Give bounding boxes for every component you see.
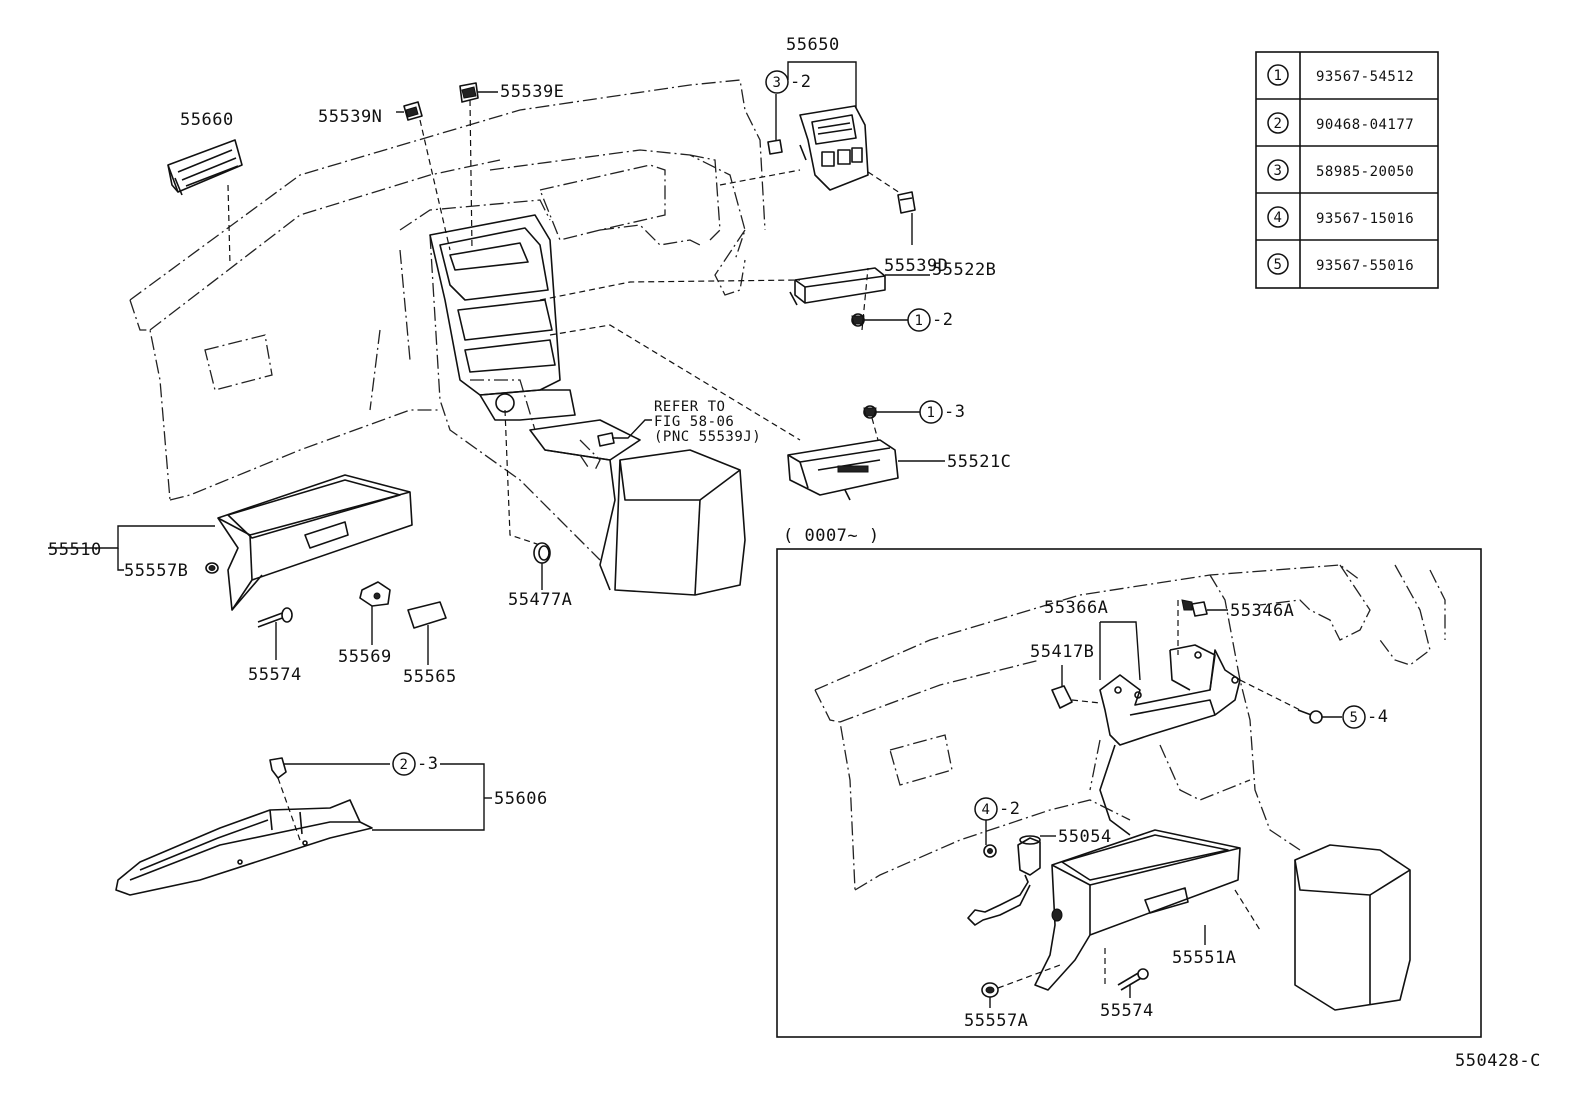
clip-55417B — [1051, 685, 1073, 709]
callout-circle-1a: 1 — [915, 313, 924, 329]
cluster-panel-55650 — [799, 105, 869, 191]
callout-circle-1b: 1 — [927, 405, 936, 421]
clip-2-3 — [269, 757, 287, 779]
callout-circle-4: 4 — [982, 802, 991, 818]
label-55539D: 55539D — [884, 256, 948, 276]
screw-1-2 — [851, 313, 865, 327]
unit-55521C — [787, 439, 899, 501]
label-55650: 55650 — [786, 35, 840, 55]
callout-2-3: -3 — [417, 754, 438, 774]
label-55522B: 55522B — [932, 260, 996, 280]
callout-circle-3: 3 — [773, 75, 782, 91]
label-55574: 55574 — [248, 665, 302, 685]
table-row: 1 93567-54512 — [1267, 64, 1414, 86]
bolt-55574 — [257, 607, 293, 628]
callout-1-3: -3 — [944, 402, 965, 422]
callout-3-2: -2 — [790, 72, 811, 92]
label-55539E: 55539E — [500, 82, 564, 102]
table-row: 3 58985-20050 — [1267, 159, 1414, 181]
label-55417B: 55417B — [1030, 642, 1094, 662]
dashboard-outline — [129, 79, 766, 561]
table-row: 2 90468-04177 — [1267, 112, 1414, 134]
svg-text:90468-04177: 90468-04177 — [1316, 117, 1414, 133]
label-55539N: 55539N — [318, 107, 382, 127]
svg-text:FIG 58-06: FIG 58-06 — [654, 414, 734, 430]
screw-5-4 — [1297, 709, 1323, 724]
svg-text:REFER TO: REFER TO — [654, 399, 725, 415]
center-stack — [429, 214, 576, 421]
screw-4-2 — [983, 844, 997, 858]
clip-55346A — [1181, 599, 1208, 617]
unit-55522B — [789, 267, 886, 306]
label-55521C: 55521C — [947, 452, 1011, 472]
label-55660: 55660 — [180, 110, 234, 130]
table-row: 5 93567-55016 — [1267, 253, 1414, 275]
panel-55606 — [115, 799, 373, 896]
callout-5-4: -4 — [1367, 707, 1388, 727]
callout-4-2: -2 — [999, 799, 1020, 819]
label-55565: 55565 — [403, 667, 457, 687]
label-55477A: 55477A — [508, 590, 572, 610]
svg-text:1: 1 — [1274, 68, 1283, 84]
lamp-55054 — [967, 835, 1041, 926]
clip-55539N — [403, 101, 423, 121]
svg-text:93567-15016: 93567-15016 — [1316, 211, 1414, 227]
label-55366A: 55366A — [1044, 598, 1108, 618]
bolt-55574-inset — [1117, 968, 1149, 991]
label-55574-inset: 55574 — [1100, 1001, 1154, 1021]
clip-55539E — [459, 82, 479, 103]
glovebox-55510 — [217, 474, 413, 611]
screw-1-3 — [863, 405, 877, 419]
svg-text:2: 2 — [1274, 116, 1283, 132]
svg-text:4: 4 — [1274, 210, 1283, 226]
part-55557A — [981, 982, 999, 998]
callout-circle-5: 5 — [1350, 710, 1359, 726]
svg-text:93567-54512: 93567-54512 — [1316, 69, 1414, 85]
inset-dashboard-outline — [814, 564, 1446, 891]
svg-text:93567-55016: 93567-55016 — [1316, 258, 1414, 274]
callout-1-2: -2 — [932, 310, 953, 330]
refer-note: REFER TO FIG 58-06 (PNC 55539J) — [597, 399, 761, 447]
inset-frame — [776, 548, 1482, 1038]
label-55510: 55510 — [48, 540, 102, 560]
vent-55660 — [167, 139, 243, 196]
label-55569: 55569 — [338, 647, 392, 667]
glovebox-55551A — [1034, 829, 1241, 991]
part-55557B — [205, 562, 219, 574]
part-55477A — [533, 542, 551, 564]
label-55346A: 55346A — [1230, 601, 1294, 621]
label-55557B: 55557B — [124, 561, 188, 581]
clip-55539D — [897, 191, 916, 214]
center-console — [529, 419, 746, 596]
svg-text:5: 5 — [1274, 257, 1283, 273]
label-55551A: 55551A — [1172, 948, 1236, 968]
parts-table: 1 93567-54512 2 90468-04177 3 58985-2005… — [1255, 51, 1439, 289]
pad-55565 — [407, 601, 447, 629]
label-55606: 55606 — [494, 789, 548, 809]
inset-console — [1294, 844, 1411, 1011]
figure-code: 550428-C — [1455, 1051, 1541, 1071]
lock-55569 — [359, 581, 391, 607]
label-55557A: 55557A — [964, 1011, 1028, 1031]
svg-text:58985-20050: 58985-20050 — [1316, 164, 1414, 180]
bracket-55366A — [1099, 644, 1241, 746]
table-row: 4 93567-15016 — [1267, 206, 1414, 228]
inset-label: ( 0007~ ) — [783, 526, 880, 546]
callout-circle-2: 2 — [400, 757, 409, 773]
svg-text:3: 3 — [1274, 163, 1283, 179]
svg-text:(PNC 55539J): (PNC 55539J) — [654, 429, 761, 445]
label-55054: 55054 — [1058, 827, 1112, 847]
